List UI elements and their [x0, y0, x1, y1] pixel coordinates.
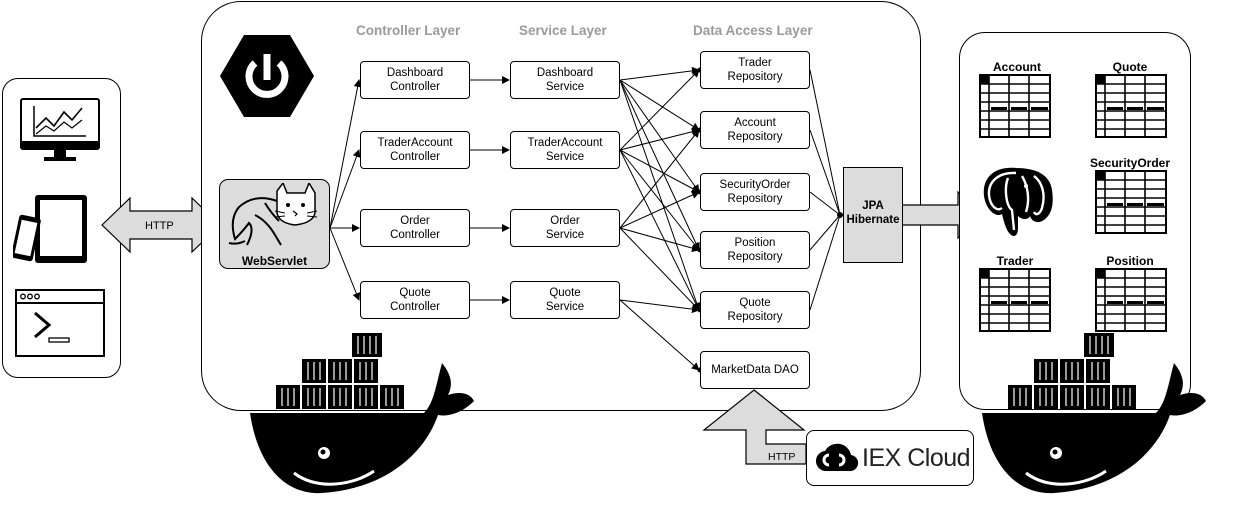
tomcat-icon — [228, 183, 318, 246]
table-grid-icon — [1095, 74, 1167, 138]
table-grid-icon — [1095, 268, 1167, 332]
trader-table-title: Trader — [996, 254, 1034, 268]
order-service-node: Order Service — [510, 209, 620, 247]
spring-power-icon — [220, 35, 314, 117]
monitor-chart-icon — [20, 98, 100, 161]
dashboard-service-node: Dashboard Service — [510, 61, 620, 99]
iex-cloud-label: IEX Cloud — [862, 444, 971, 472]
webservlet-label: WebServlet — [241, 254, 308, 268]
account-repository-node: Account Repository — [700, 111, 810, 149]
traderaccount-service-node: TraderAccount Service — [510, 131, 620, 169]
order-controller-node: Order Controller — [360, 209, 470, 247]
trader-repository-node: Trader Repository — [700, 51, 810, 89]
quote-controller-node: Quote Controller — [360, 281, 470, 319]
data-access-layer-title: Data Access Layer — [693, 23, 813, 38]
quote-service-node: Quote Service — [510, 281, 620, 319]
table-grid-icon — [979, 268, 1051, 332]
controller-layer-title: Controller Layer — [356, 23, 461, 38]
table-grid-icon — [1095, 170, 1167, 234]
iex-cloud-icon — [815, 443, 859, 472]
iex-http-arrow — [702, 389, 807, 465]
position-repository-node: Position Repository — [700, 231, 810, 269]
jpa-hibernate-box — [843, 167, 903, 263]
marketdata-dao-node: MarketData DAO — [700, 351, 810, 389]
tablet-phone-icon — [13, 195, 87, 263]
table-grid-icon — [979, 74, 1051, 138]
service-layer-title: Service Layer — [519, 23, 607, 38]
docker-whale-icon — [982, 333, 1206, 494]
terminal-window-icon — [15, 289, 105, 357]
http-iex-label: HTTP — [768, 451, 796, 463]
quote-table-title: Quote — [1112, 60, 1148, 74]
position-table-title: Position — [1106, 254, 1154, 268]
postgresql-elephant-icon — [983, 167, 1053, 236]
http-client-label: HTTP — [145, 220, 174, 232]
dashboard-controller-node: Dashboard Controller — [360, 61, 470, 99]
securityorder-repository-node: SecurityOrder Repository — [700, 173, 810, 211]
jpa-hibernate-label: JPA Hibernate — [846, 200, 900, 226]
securityorder-table-title: SecurityOrder — [1089, 156, 1171, 170]
docker-whale-icon — [250, 333, 474, 494]
quote-repository-node: Quote Repository — [700, 291, 810, 329]
account-table-title: Account — [993, 60, 1041, 74]
traderaccount-controller-node: TraderAccount Controller — [360, 131, 470, 169]
